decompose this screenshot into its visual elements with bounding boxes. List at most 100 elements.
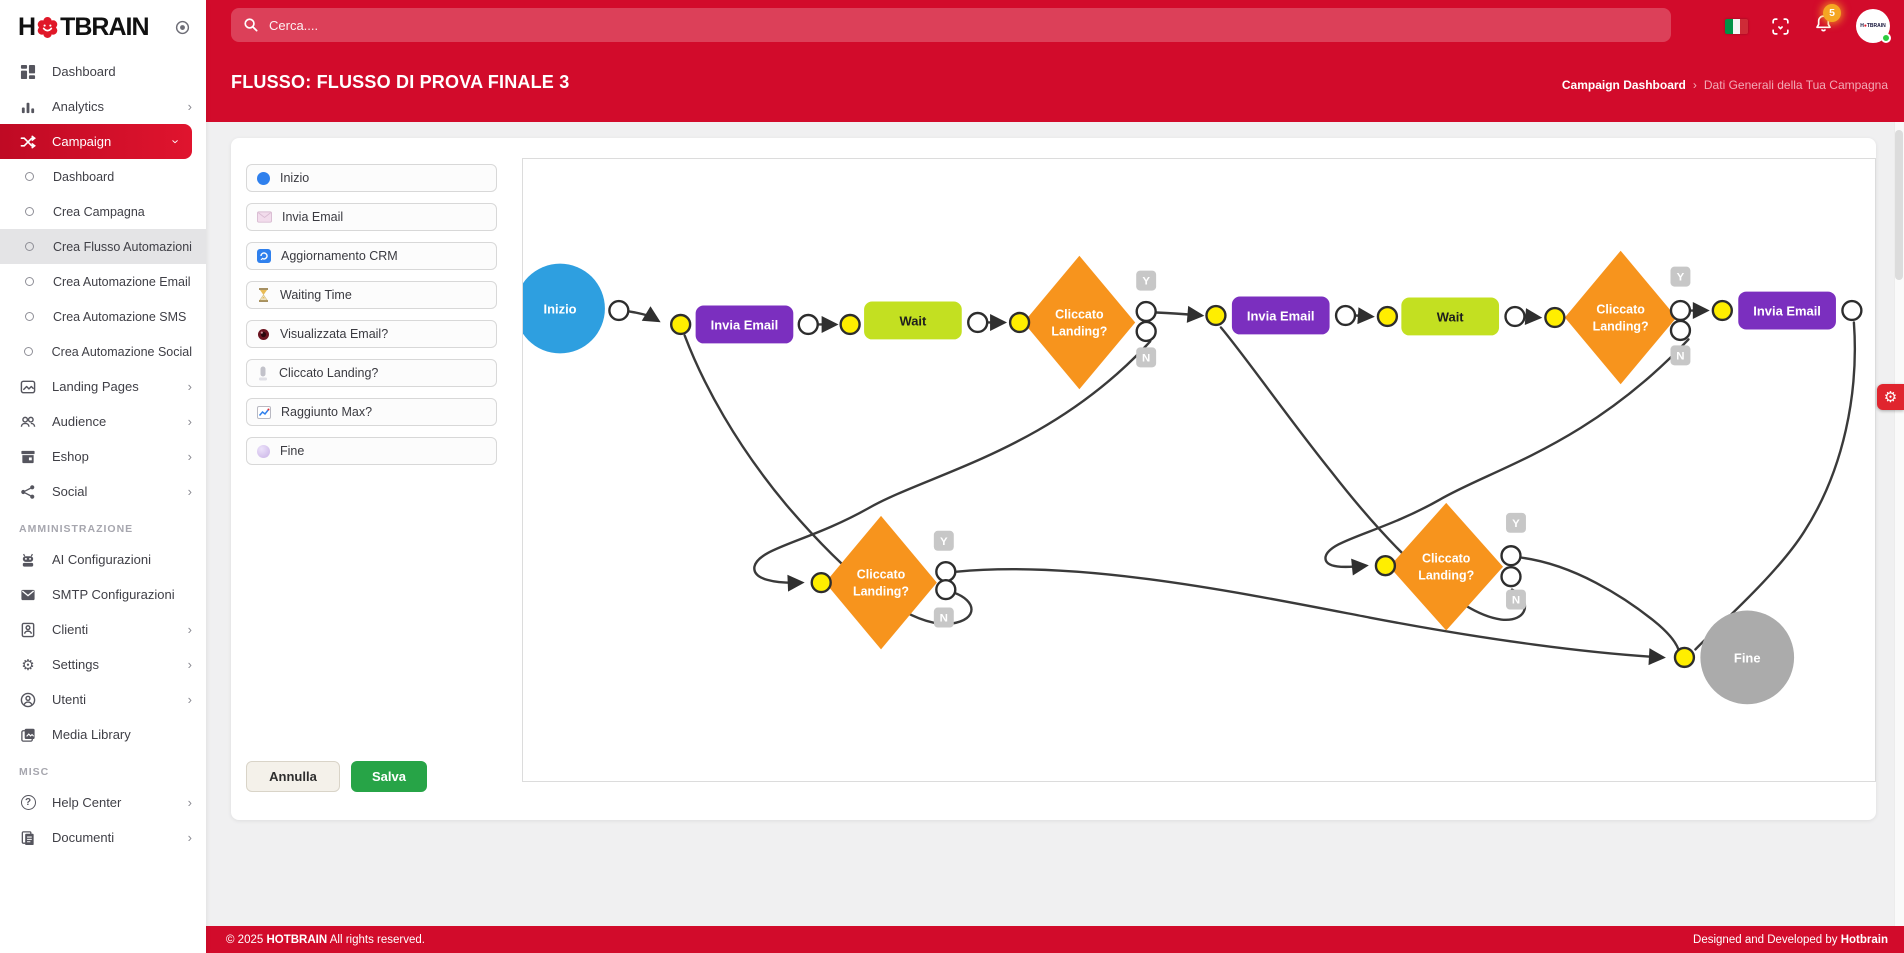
port-in[interactable] <box>1544 306 1566 329</box>
canvas-settings-button[interactable]: ⚙ <box>1877 384 1904 410</box>
sidebar-item-utenti[interactable]: Utenti › <box>0 682 206 717</box>
sidebar-item-crea-automazione-sms[interactable]: Crea Automazione SMS <box>0 299 206 334</box>
flow-node-wait-2[interactable] <box>1401 297 1500 336</box>
scrollbar[interactable] <box>1894 122 1904 926</box>
port-in[interactable] <box>1376 305 1399 328</box>
sidebar-item-crea-flusso-automazioni[interactable]: Crea Flusso Automazioni <box>0 229 206 264</box>
logo-text-left: H <box>18 12 36 41</box>
palette-item-raggiunto-max[interactable]: Raggiunto Max? <box>246 398 497 426</box>
search-bar[interactable] <box>231 8 1671 42</box>
sidebar-item-clienti[interactable]: Clienti › <box>0 612 206 647</box>
sidebar-item-settings[interactable]: ⚙ Settings › <box>0 647 206 682</box>
radio-icon <box>22 277 36 286</box>
sidebar-item-help-center[interactable]: ? Help Center › <box>0 785 206 820</box>
help-icon: ? <box>19 795 37 810</box>
palette-item-waiting-time[interactable]: Waiting Time <box>246 281 497 309</box>
sidebar-item-crea-automazione-email[interactable]: Crea Automazione Email <box>0 264 206 299</box>
cancel-button[interactable]: Annulla <box>246 761 340 792</box>
search-icon <box>244 18 258 32</box>
port-out-no[interactable] <box>1500 565 1522 588</box>
sidebar-item-eshop[interactable]: Eshop › <box>0 439 206 474</box>
port-in[interactable] <box>1008 311 1031 334</box>
port-out-yes[interactable] <box>935 561 957 583</box>
breadcrumb-root[interactable]: Campaign Dashboard <box>1561 78 1686 92</box>
sidebar-item-crea-campagna[interactable]: Crea Campagna <box>0 194 206 229</box>
sidebar-item-analytics[interactable]: Analytics › <box>0 89 206 124</box>
sidebar-item-landing-pages[interactable]: Landing Pages › <box>0 369 206 404</box>
sidebar-item-social[interactable]: Social › <box>0 474 206 509</box>
port-out[interactable] <box>797 313 819 336</box>
node-label: Cliccato <box>857 568 906 582</box>
node-label: Landing? <box>1593 319 1649 333</box>
fullscreen-icon[interactable] <box>1770 16 1791 37</box>
port-in[interactable] <box>1374 555 1397 577</box>
port-in[interactable] <box>670 313 692 336</box>
flow-node-cliccato-landing-3[interactable] <box>825 515 937 650</box>
sidebar-item-ai-configurazioni[interactable]: AI Configurazioni <box>0 542 206 577</box>
sidebar-item-crea-automazione-social[interactable]: Crea Automazione Social <box>0 334 206 369</box>
user-avatar[interactable]: H●TBRAIN <box>1856 9 1891 43</box>
port-in[interactable] <box>1711 299 1733 322</box>
flow-node-cliccato-landing-4[interactable] <box>1389 502 1504 631</box>
port-out[interactable] <box>967 311 989 334</box>
port-out-no[interactable] <box>1135 320 1157 343</box>
sidebar-item-smtp-configurazioni[interactable]: SMTP Configurazioni <box>0 577 206 612</box>
port-out[interactable] <box>608 299 630 322</box>
port-out[interactable] <box>1841 299 1863 322</box>
sidebar-item-dashboard[interactable]: Dashboard <box>0 54 206 89</box>
page-title: FLUSSO: FLUSSO DI PROVA FINALE 3 <box>231 72 570 92</box>
palette-item-cliccato-landing[interactable]: Cliccato Landing? <box>246 359 497 387</box>
flow-node-fine[interactable] <box>1700 610 1795 705</box>
notifications-bell[interactable]: 5 <box>1813 4 1841 39</box>
flow-node-cliccato-landing-1[interactable] <box>1023 255 1136 390</box>
eye-icon <box>258 328 269 340</box>
share-icon <box>19 484 37 500</box>
footer-credit: Designed and Developed by Hotbrain <box>1693 933 1888 946</box>
shuffle-icon <box>19 134 37 150</box>
sidebar-item-label: Crea Automazione Email <box>53 274 191 289</box>
sidebar-item-label: Utenti <box>52 692 86 707</box>
branch3-yes-badge: Y <box>933 530 954 551</box>
flow-node-invia-email-3[interactable] <box>1738 291 1836 330</box>
port-out[interactable] <box>1334 304 1357 327</box>
sidebar-item-documenti[interactable]: Documenti › <box>0 820 206 855</box>
edge-branch3-no-loop-to-email1 <box>683 334 973 626</box>
line-chart-icon <box>257 405 271 419</box>
chevron-right-icon: › <box>187 657 192 672</box>
port-out-yes[interactable] <box>1500 545 1522 567</box>
port-in[interactable] <box>1673 646 1696 669</box>
port-in[interactable] <box>810 571 832 594</box>
port-out-no[interactable] <box>1669 319 1692 342</box>
hotbrain-logo[interactable]: H TBRAIN <box>18 13 175 42</box>
flow-node-invia-email-2[interactable] <box>1231 296 1330 335</box>
language-flag-italy[interactable] <box>1725 18 1748 34</box>
port-out[interactable] <box>1504 305 1526 328</box>
palette-item-fine[interactable]: Fine <box>246 437 497 465</box>
sidebar-item-media-library[interactable]: Media Library <box>0 717 206 752</box>
port-in[interactable] <box>839 313 861 336</box>
port-out-no[interactable] <box>935 578 957 601</box>
port-out-yes[interactable] <box>1669 299 1692 322</box>
flow-canvas[interactable]: Inizio Invia Email Wait Cliccato Landing… <box>515 158 1876 782</box>
svg-text:Y: Y <box>940 536 948 548</box>
flow-node-inizio[interactable] <box>515 263 605 354</box>
flow-node-wait-1[interactable] <box>864 301 962 340</box>
save-button[interactable]: Salva <box>351 761 427 792</box>
sidebar-item-campaign[interactable]: Campaign › <box>0 124 192 159</box>
palette-item-invia-email[interactable]: Invia Email <box>246 203 497 231</box>
search-input[interactable] <box>269 17 1544 33</box>
sidebar-collapse-icon[interactable] <box>175 20 190 35</box>
port-out-yes[interactable] <box>1135 300 1157 323</box>
port-in[interactable] <box>1205 304 1227 327</box>
palette-item-aggiornamento-crm[interactable]: Aggiornamento CRM <box>246 242 497 270</box>
palette-item-inizio[interactable]: Inizio <box>246 164 497 192</box>
node-label: Invia Email <box>1247 308 1315 323</box>
flow-node-cliccato-landing-2[interactable] <box>1564 250 1677 385</box>
sidebar-item-audience[interactable]: Audience › <box>0 404 206 439</box>
palette-item-visualizzata-email[interactable]: Visualizzata Email? <box>246 320 497 348</box>
sidebar-item-campaign-dashboard[interactable]: Dashboard <box>0 159 206 194</box>
documents-icon <box>19 830 37 846</box>
flow-diagram: Inizio Invia Email Wait Cliccato Landing… <box>515 250 1863 705</box>
flow-node-invia-email-1[interactable] <box>695 305 794 344</box>
